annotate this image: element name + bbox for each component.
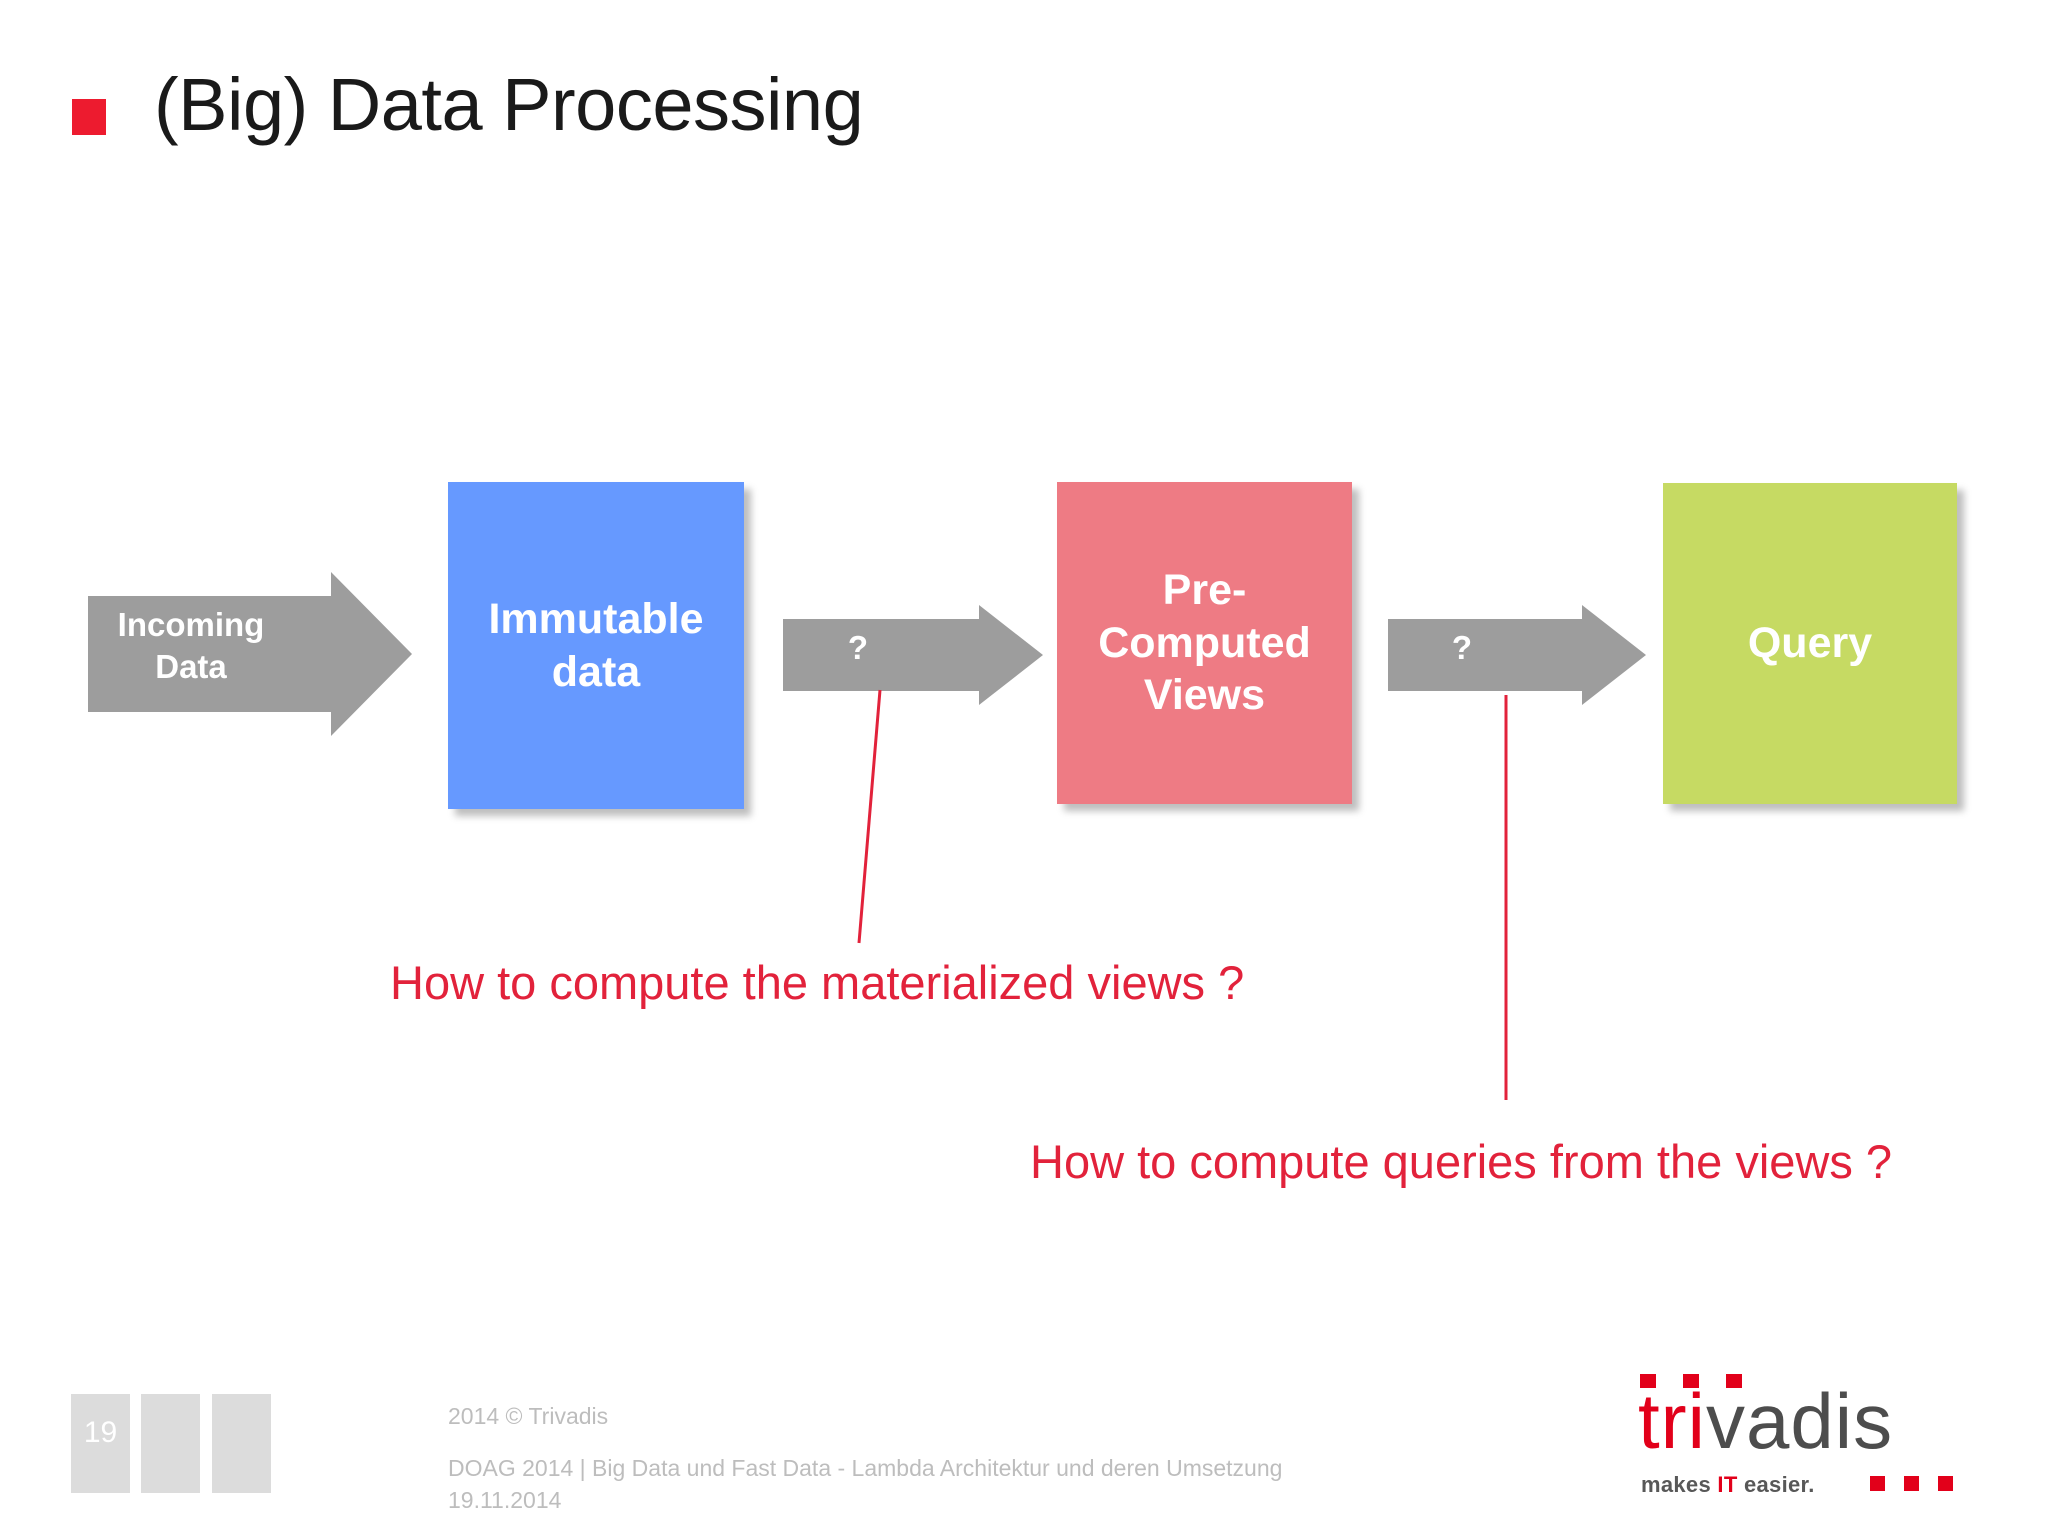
footer-event-title: DOAG 2014 | Big Data und Fast Data - Lam… bbox=[448, 1455, 1283, 1481]
immutable-data-label-line2: data bbox=[551, 647, 641, 696]
footer-chip-2 bbox=[141, 1394, 200, 1493]
page-title: (Big) Data Processing bbox=[154, 63, 864, 146]
logo-top-dot-1 bbox=[1640, 1374, 1656, 1388]
query-label-line1: Query bbox=[1747, 619, 1873, 668]
logo-top-dot-3 bbox=[1726, 1374, 1742, 1388]
footer-copyright: 2014 © Trivadis bbox=[448, 1403, 609, 1429]
logo-bottom-dot-3 bbox=[1938, 1476, 1953, 1491]
node-query[interactable]: Query bbox=[1663, 483, 1957, 804]
incoming-data-label-line1: Incoming bbox=[117, 606, 265, 643]
trivadis-logo: trivadis makes IT easier. bbox=[1638, 1374, 1978, 1502]
annotation-leader-line-1 bbox=[857, 689, 882, 944]
logo-tagline-accent: IT bbox=[1717, 1472, 1738, 1497]
annotation-leader-line-2 bbox=[1504, 695, 1508, 1100]
footer-chip-3 bbox=[212, 1394, 271, 1493]
logo-tagline-after: easier. bbox=[1737, 1472, 1815, 1497]
footer-date: 19.11.2014 bbox=[448, 1487, 562, 1513]
logo-bottom-dot-2 bbox=[1904, 1476, 1919, 1491]
footer-chip-1 bbox=[71, 1394, 130, 1493]
annotation-materialized-views-text: How to compute the materialized views ? bbox=[390, 956, 1245, 1009]
node-pre-computed-views[interactable]: Pre- Computed Views bbox=[1057, 482, 1352, 804]
title-bullet-square-icon bbox=[72, 99, 106, 135]
incoming-data-label-line2: Data bbox=[155, 648, 227, 686]
logo-wordmark-dark: vadis bbox=[1705, 1377, 1894, 1465]
question-arrow-1[interactable]: ? bbox=[783, 605, 1043, 705]
incoming-data-label: Incoming Data bbox=[44, 604, 338, 688]
incoming-data-arrow[interactable]: Incoming Data bbox=[88, 572, 412, 736]
logo-wordmark-red: tri bbox=[1638, 1377, 1706, 1465]
logo-bottom-dots-icon bbox=[1870, 1476, 1953, 1491]
pre-computed-views-label-line2: Computed bbox=[1098, 618, 1311, 667]
logo-top-dot-2 bbox=[1683, 1374, 1699, 1388]
pre-computed-views-label-line3: Views bbox=[1143, 671, 1266, 720]
logo-wordmark: trivadis bbox=[1638, 1382, 1893, 1460]
logo-tagline: makes IT easier. bbox=[1641, 1472, 1815, 1498]
query-label: Query bbox=[1748, 617, 1872, 669]
immutable-data-label: Immutable data bbox=[488, 593, 703, 698]
page-number: 19 bbox=[83, 1416, 118, 1449]
pre-computed-views-label: Pre- Computed Views bbox=[1098, 564, 1311, 721]
logo-tagline-before: makes bbox=[1641, 1472, 1718, 1497]
logo-top-dots-icon bbox=[1640, 1374, 1742, 1388]
node-immutable-data[interactable]: Immutable data bbox=[448, 482, 744, 809]
immutable-data-label-line1: Immutable bbox=[488, 595, 704, 644]
pre-computed-views-label-line1: Pre- bbox=[1162, 566, 1247, 615]
logo-bottom-dot-1 bbox=[1870, 1476, 1885, 1491]
annotation-queries-from-views-text: How to compute queries from the views ? bbox=[1030, 1135, 1893, 1188]
